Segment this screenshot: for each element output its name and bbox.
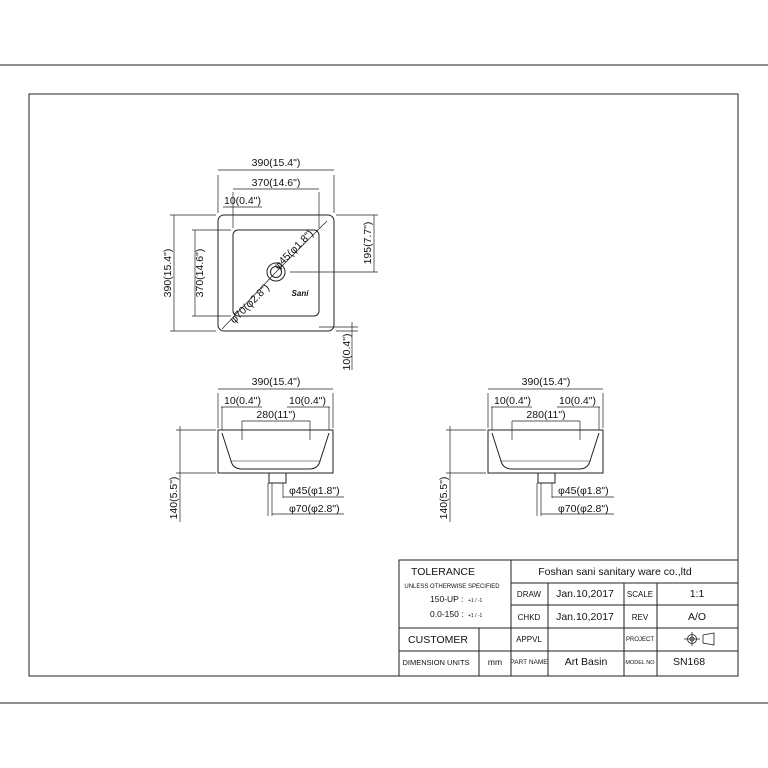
top-dim-drain-outer: φ70(φ2.8") xyxy=(228,282,272,326)
tolerance-150-up-values: +1 / -1 xyxy=(468,598,483,604)
side-b-dim-rim-right: 10(0.4") xyxy=(559,395,596,407)
side-a-dim-drain-outer: φ70(φ2.8") xyxy=(289,503,340,515)
side-a-dim-overall-width: 390(15.4") xyxy=(252,376,301,388)
tolerance-unless: UNLESS OTHERWISE SPECIFIED xyxy=(404,584,500,590)
side-a-dim-rim-left: 10(0.4") xyxy=(224,395,261,407)
side-a-dim-bottom-width: 280(11") xyxy=(256,409,295,421)
top-dim-overall-width: 390(15.4") xyxy=(252,157,301,169)
basin-inner-outline xyxy=(232,229,320,317)
tolerance-heading: TOLERANCE xyxy=(411,566,475,578)
side-a-dim-height: 140(5.5") xyxy=(168,477,180,520)
top-dim-overall-height: 390(15.4") xyxy=(162,249,174,298)
side-view-b-labels: 390(15.4") 10(0.4") 10(0.4") 280(11") 14… xyxy=(438,376,609,519)
basin-outer-outline xyxy=(217,214,335,332)
side-view-a xyxy=(176,388,344,522)
project-label: PROJECT xyxy=(626,637,654,643)
side-b-outer-outline xyxy=(487,429,604,474)
side-a-outer-outline xyxy=(217,429,334,474)
draw-label: DRAW xyxy=(517,590,542,599)
top-dim-drain-offset: 195(7.7") xyxy=(362,222,374,265)
company-name: Foshan sani sanitary ware co.,ltd xyxy=(538,566,692,578)
dimension-units-value: mm xyxy=(488,657,502,667)
model-no-label: MODEL NO xyxy=(625,660,655,666)
side-view-b xyxy=(446,388,614,522)
side-b-dim-bottom-width: 280(11") xyxy=(526,409,565,421)
drain-leader-lower xyxy=(221,271,277,330)
title-block xyxy=(398,559,739,677)
tolerance-0-150: 0.0-150 : xyxy=(430,609,464,619)
side-b-dim-height: 140(5.5") xyxy=(438,477,450,520)
side-a-bowl-profile xyxy=(221,432,330,470)
drain-outer-circle xyxy=(266,262,286,282)
part-name-label: PART NAME xyxy=(510,659,548,666)
customer-label: CUSTOMER xyxy=(408,634,468,646)
side-a-dim-rim-right: 10(0.4") xyxy=(289,395,326,407)
side-view-a-labels: 390(15.4") 10(0.4") 10(0.4") 280(11") 14… xyxy=(168,376,340,519)
top-dim-inner-width: 370(14.6") xyxy=(252,177,301,189)
side-b-dim-rim-left: 10(0.4") xyxy=(494,395,531,407)
top-dim-inner-height: 370(14.6") xyxy=(194,249,206,298)
side-a-drain-pipe xyxy=(268,472,287,484)
top-view xyxy=(170,169,378,370)
top-dim-rim: 10(0.4") xyxy=(224,195,261,207)
rev-label: REV xyxy=(632,613,649,622)
tolerance-150-up: 150-UP : xyxy=(430,594,463,604)
part-name-value: Art Basin xyxy=(565,656,608,668)
model-no-value: SN168 xyxy=(673,656,705,668)
drain-inner-circle xyxy=(270,266,282,278)
draw-date: Jan.10,2017 xyxy=(556,588,614,600)
side-a-dim-drain-hole: φ45(φ1.8") xyxy=(289,485,340,497)
chkd-label: CHKD xyxy=(518,613,541,622)
top-dim-drain-hole: φ45(φ1.8") xyxy=(272,228,316,272)
side-b-drain-pipe xyxy=(537,472,556,484)
side-b-dim-drain-hole: φ45(φ1.8") xyxy=(558,485,609,497)
tolerance-0-150-values: +1 / -1 xyxy=(468,613,483,619)
drain-leader-upper xyxy=(275,220,328,273)
appvl-label: APPVL xyxy=(516,635,542,644)
drawing-frame xyxy=(28,93,739,677)
chkd-date: Jan.10,2017 xyxy=(556,611,614,623)
scale-label: SCALE xyxy=(627,590,653,599)
side-b-dim-overall-width: 390(15.4") xyxy=(522,376,571,388)
projection-symbol-icon xyxy=(684,632,715,646)
dimension-units-label: DIMENSION UNITS xyxy=(402,658,469,667)
brand-logo: Sani xyxy=(292,289,310,298)
rev-value: A/O xyxy=(688,611,706,623)
side-b-dim-drain-outer: φ70(φ2.8") xyxy=(558,503,609,515)
scale-value: 1:1 xyxy=(690,588,705,600)
title-block-text: TOLERANCE UNLESS OTHERWISE SPECIFIED 150… xyxy=(402,566,706,668)
side-b-bowl-profile xyxy=(491,432,600,470)
top-dim-bottom-rim: 10(0.4") xyxy=(341,334,353,371)
